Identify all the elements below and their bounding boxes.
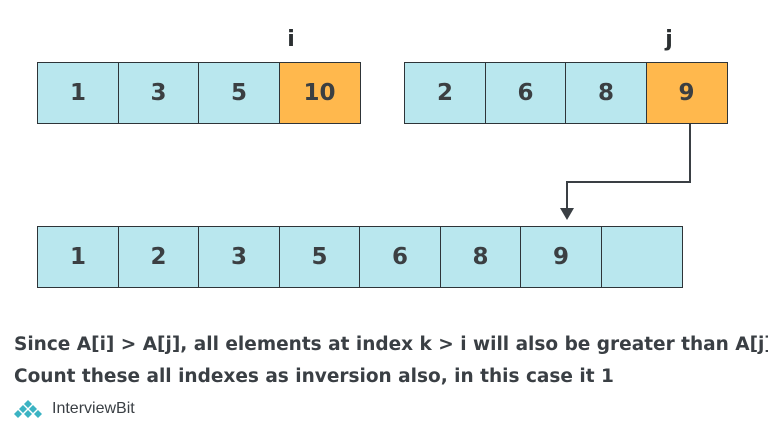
right-array-cell-highlighted: 9: [645, 62, 728, 124]
arrow-line: [566, 124, 691, 209]
right-array-cell: 8: [565, 62, 647, 124]
caption-line-2: Count these all indexes as inversion als…: [14, 366, 614, 387]
left-array-cell-highlighted: 10: [278, 62, 361, 124]
merged-array-cell: 9: [520, 226, 602, 288]
merged-array-cell: 3: [198, 226, 280, 288]
caption-line-1: Since A[i] > A[j], all elements at index…: [14, 334, 768, 355]
pointer-j-label: j: [665, 27, 673, 52]
logo-text: InterviewBit: [52, 400, 135, 417]
right-array: 2 6 8 9: [404, 62, 728, 124]
merged-array-cell-empty: [600, 226, 683, 288]
right-array-cell: 6: [484, 62, 567, 124]
left-array: 1 3 5 10: [37, 62, 361, 124]
merged-array-cell: 5: [278, 226, 361, 288]
left-array-cell: 5: [198, 62, 280, 124]
interviewbit-logo: InterviewBit: [10, 399, 135, 419]
merged-array-cell: 1: [37, 226, 119, 288]
pointer-i-label: i: [287, 27, 295, 52]
merged-array: 1 2 3 5 6 8 9: [37, 226, 683, 288]
merged-array-cell: 6: [359, 226, 441, 288]
merged-array-cell: 8: [439, 226, 522, 288]
interviewbit-logo-icon: [14, 400, 42, 418]
arrow-head-icon: [560, 208, 574, 220]
right-array-cell: 2: [404, 62, 486, 124]
left-array-cell: 1: [37, 62, 119, 124]
merged-array-cell: 2: [117, 226, 200, 288]
